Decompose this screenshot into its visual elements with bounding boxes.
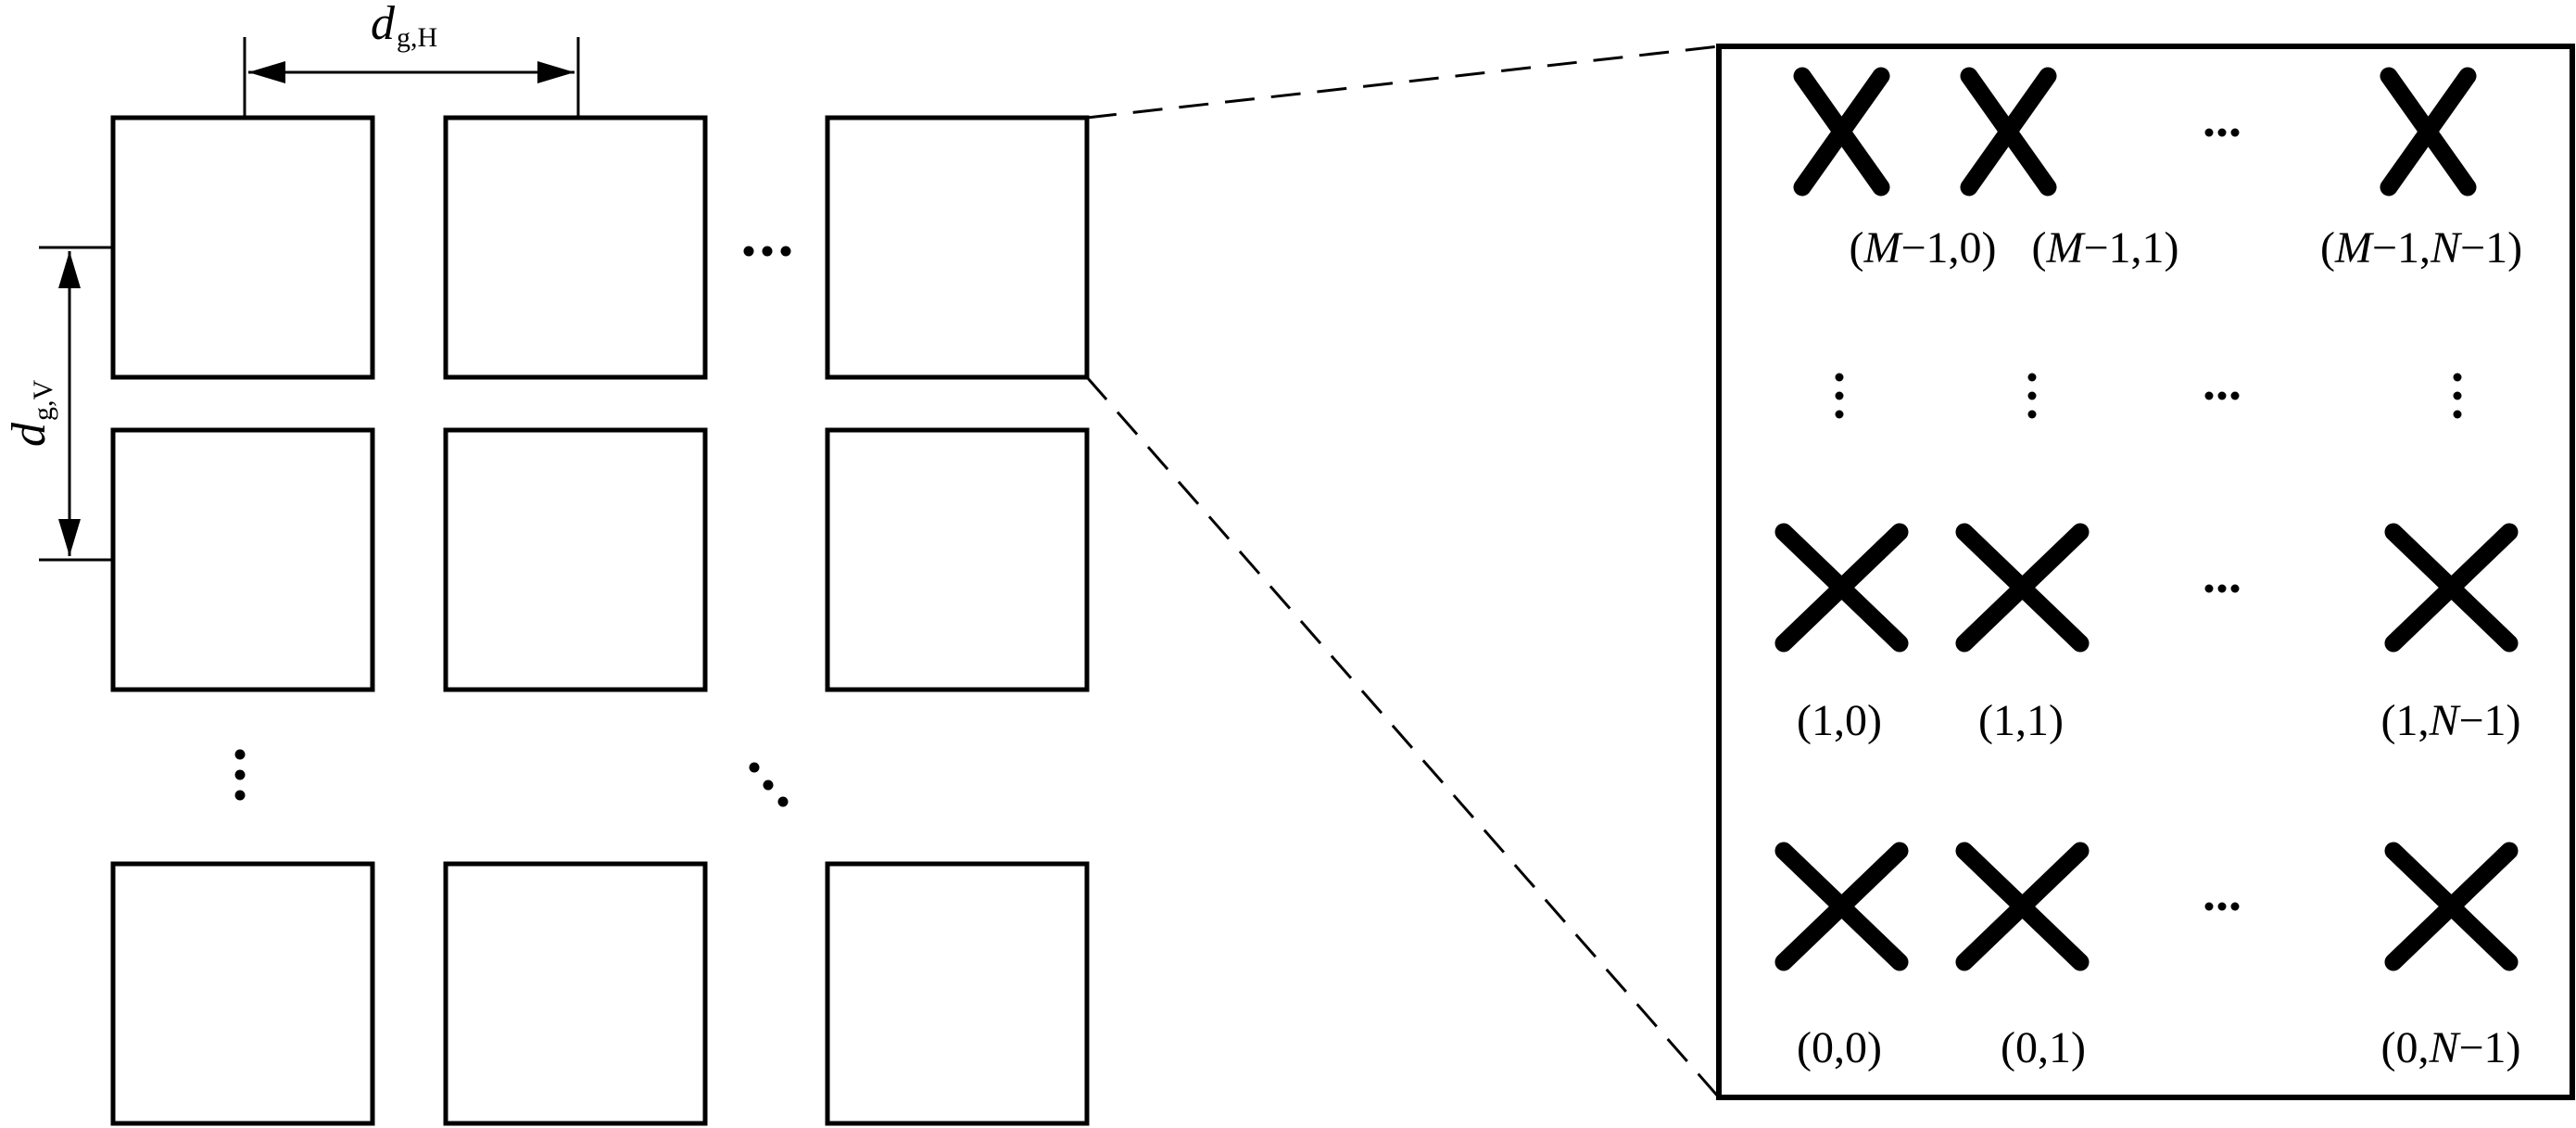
horizontal-spacing-label: dg,H	[371, 0, 437, 53]
horizontal-spacing-dimension: dg,H	[243, 0, 580, 118]
element-label: (0,N−1)	[2380, 1023, 2520, 1072]
vertical-ellipsis	[234, 749, 246, 801]
antenna-element-x	[1774, 842, 1909, 971]
subarray	[443, 861, 708, 1126]
subarray	[110, 115, 375, 380]
subarray	[110, 427, 375, 692]
antenna-element-x	[2380, 67, 2477, 196]
antenna-element-x	[1960, 67, 2057, 196]
subarray	[825, 861, 1090, 1126]
element-label: (M−1,N−1)	[2320, 223, 2522, 272]
element-label: (0,1)	[2001, 1023, 2086, 1072]
vertical-spacing-dimension: dg,V	[3, 246, 113, 562]
antenna-element-x	[1793, 67, 1890, 196]
antenna-element-x	[2384, 523, 2519, 653]
element-label: (M−1,0)	[1849, 223, 1996, 272]
subarray	[110, 861, 375, 1126]
diagonal-ellipsis	[749, 762, 789, 807]
element-label: (1,1)	[1978, 696, 2064, 745]
subarray	[825, 427, 1090, 692]
subarray-highlighted	[825, 115, 1090, 380]
element-label: (M−1,1)	[2031, 223, 2178, 272]
antenna-element-x	[2384, 842, 2519, 971]
element-label: (1,N−1)	[2380, 696, 2520, 745]
subarray	[443, 115, 708, 380]
element-label: (1,0)	[1797, 696, 1882, 745]
zoomed-subarray-panel	[1716, 44, 2575, 1100]
subarray-grid	[110, 115, 1090, 1126]
element-label: (0,0)	[1797, 1023, 1882, 1072]
antenna-element-x	[1955, 842, 2090, 971]
panel-horizontal-ellipses	[2204, 128, 2240, 911]
antenna-element-x	[1955, 523, 2090, 653]
zoom-lines	[1085, 44, 1721, 1098]
panel-vertical-ellipses	[1835, 373, 2462, 419]
horizontal-ellipsis	[743, 246, 791, 257]
antenna-element-x	[1774, 523, 1909, 653]
subarray	[443, 427, 708, 692]
vertical-spacing-label: dg,V	[3, 380, 58, 448]
antenna-elements	[1774, 67, 2519, 971]
element-index-labels: (M−1,0) (M−1,1) (M−1,N−1) (1,0) (1,1) (1…	[1797, 223, 2522, 1072]
